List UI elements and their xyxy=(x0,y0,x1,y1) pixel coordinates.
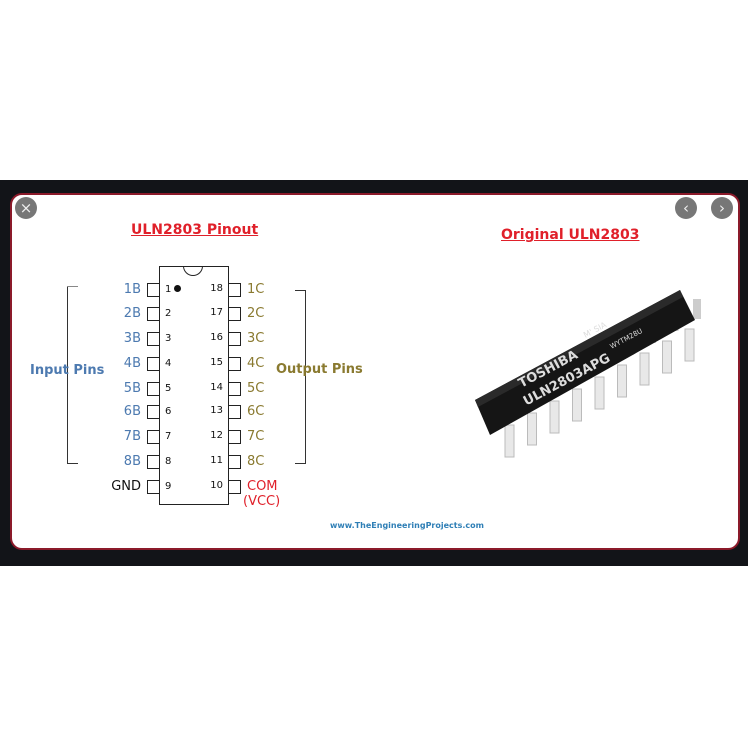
vcc-label: (VCC) xyxy=(243,494,281,509)
right-pin-number: 15 xyxy=(210,357,223,368)
right-pin-number: 12 xyxy=(210,430,223,441)
right-pin-pad xyxy=(228,357,241,371)
right-pin-pad xyxy=(228,480,241,494)
left-pin-number: 3 xyxy=(165,333,172,344)
website-credit: www.TheEngineeringProjects.com xyxy=(330,521,484,530)
right-pin-label: 3C xyxy=(247,331,265,346)
left-pin-number: 8 xyxy=(165,456,172,467)
pinout-title: ULN2803 Pinout xyxy=(131,222,259,238)
input-bracket xyxy=(67,286,68,464)
close-icon[interactable]: × xyxy=(15,197,37,219)
right-pin-number: 17 xyxy=(210,307,223,318)
left-pin-pad xyxy=(147,455,160,469)
left-pin-number: 1 xyxy=(165,284,172,295)
left-pin-label: 6B xyxy=(123,404,141,419)
right-pin-label: 1C xyxy=(247,282,265,297)
output-bracket-bottom xyxy=(295,463,306,464)
left-pin-number: 2 xyxy=(165,308,172,319)
left-pin-pad xyxy=(147,357,160,371)
right-pin-number: 10 xyxy=(210,480,223,491)
right-pin-label: 2C xyxy=(247,306,265,321)
output-bracket xyxy=(305,290,306,464)
left-pin-number: 4 xyxy=(165,358,172,369)
left-pin-pad xyxy=(147,382,160,396)
left-pin-label: 5B xyxy=(123,381,141,396)
left-pin-number: 7 xyxy=(165,431,172,442)
right-pin-number: 14 xyxy=(210,382,223,393)
left-pin-label: 2B xyxy=(123,306,141,321)
right-pin-number: 11 xyxy=(210,455,223,466)
left-pin-pad xyxy=(147,405,160,419)
left-pin-label: 4B xyxy=(123,356,141,371)
left-pin-pad xyxy=(147,430,160,444)
left-pin-pad xyxy=(147,332,160,346)
input-bracket-bottom xyxy=(67,463,78,464)
right-pin-pad xyxy=(228,283,241,297)
output-bracket-top xyxy=(295,290,306,291)
right-pin-label: 7C xyxy=(247,429,265,444)
left-pin-pad xyxy=(147,283,160,297)
input-pins-label: Input Pins xyxy=(30,363,105,378)
photo-title: Original ULN2803 xyxy=(501,227,640,243)
right-pin-label: 4C xyxy=(247,356,265,371)
left-pin-label: 3B xyxy=(123,331,141,346)
right-pin-label: 6C xyxy=(247,404,265,419)
right-pin-pad xyxy=(228,430,241,444)
right-pin-number: 18 xyxy=(210,283,223,294)
left-pin-label: 8B xyxy=(123,454,141,469)
left-pin-label: 7B xyxy=(123,429,141,444)
right-pin-number: 16 xyxy=(210,332,223,343)
right-pin-pad xyxy=(228,307,241,321)
left-pin-number: 9 xyxy=(165,481,172,492)
prev-arrow-icon[interactable]: ‹ xyxy=(675,197,697,219)
pin1-dot xyxy=(174,285,181,292)
input-bracket-top xyxy=(67,286,78,287)
right-pin-pad xyxy=(228,405,241,419)
left-pin-label: 1B xyxy=(123,282,141,297)
right-pin-label: 5C xyxy=(247,381,265,396)
right-pin-label: 8C xyxy=(247,454,265,469)
left-pin-number: 5 xyxy=(165,383,172,394)
next-arrow-icon[interactable]: › xyxy=(711,197,733,219)
right-pin-pad xyxy=(228,455,241,469)
left-pin-label: GND xyxy=(111,479,141,494)
right-pin-label: COM xyxy=(247,479,278,494)
right-pin-pad xyxy=(228,332,241,346)
right-pin-pad xyxy=(228,382,241,396)
left-pin-pad xyxy=(147,307,160,321)
output-pins-label: Output Pins xyxy=(276,362,363,377)
chip-photo: TOSHIBA ULN2803APG M' SIA WYTM28U xyxy=(475,290,701,458)
left-pin-pad xyxy=(147,480,160,494)
right-pin-number: 13 xyxy=(210,405,223,416)
left-pin-number: 6 xyxy=(165,406,172,417)
